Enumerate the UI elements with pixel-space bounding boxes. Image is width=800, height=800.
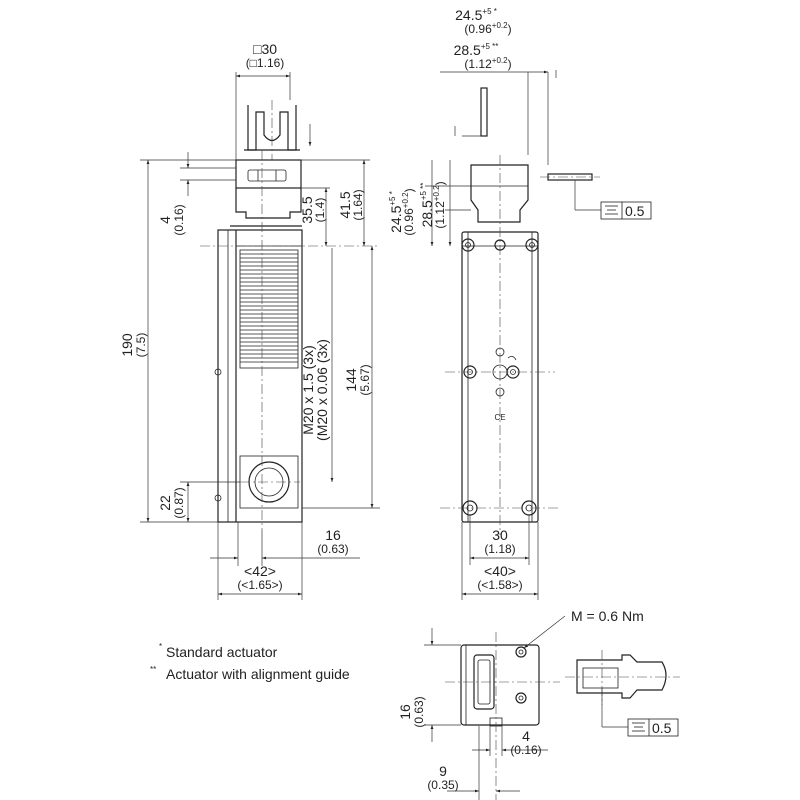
dim-22: 22 (0.87) — [157, 481, 240, 522]
dim-190-inch: (7.5) — [134, 333, 148, 358]
dim-42-label: <42> — [244, 563, 276, 579]
dim-42: <42> (<1.65>) — [217, 522, 303, 600]
dim-4-bottom-inch: (0.16) — [510, 743, 541, 757]
dim-40-inch: (<1.58>) — [477, 578, 522, 592]
thread-label: M20 x 1.5 (3x) — [300, 345, 316, 434]
switch-body — [214, 225, 303, 523]
actuator-detail: 24.5+5 * (0.96+0.2) 28.5+5 ** (1.12+0.2)… — [440, 7, 652, 220]
front-head — [470, 164, 529, 223]
dim-41-5: 41.5 (1.64) — [301, 159, 370, 246]
dim-9-label: 9 — [439, 763, 447, 779]
ribbed-area — [239, 249, 299, 369]
dim-24-5-top: 24.5+5 * (0.96+0.2) — [455, 7, 529, 155]
mount-hole-tr — [525, 238, 539, 252]
switch-head — [235, 159, 302, 219]
dim-40-label: <40> — [484, 563, 516, 579]
dim-24-5-t-label: 24.5+5 * — [455, 7, 497, 23]
dim-190-label: 190 — [119, 333, 135, 357]
dim-4-label: 4 — [157, 216, 173, 224]
dim-16-vertical: 16 (0.63) — [397, 628, 461, 742]
front-view: CE 24.5+5 * (0.96+0.2) 28.5+5 ** (1.12+0… — [388, 155, 560, 600]
dim-4-bottom: 4 (0.16) — [472, 726, 548, 757]
head-top-body — [460, 644, 540, 726]
dim-24-5-vertical: 24.5+5 * (0.96+0.2) — [388, 160, 471, 246]
legend: * Standard actuator ** Actuator with ali… — [150, 642, 350, 682]
dim-square-30-inch: (□1.16) — [246, 56, 285, 70]
dim-28-5-v-inch: (1.12+0.2) — [432, 181, 447, 228]
dim-9-inch: (0.35) — [427, 778, 458, 792]
actuator-tip-outline — [576, 654, 667, 699]
dim-16-label: 16 — [325, 527, 341, 543]
dim-190: 190 (7.5) — [119, 159, 236, 523]
dim-144-label: 144 — [343, 368, 359, 392]
side-view: 190 (7.5) 4 (0.16) 35.5 (1.4) 41.5 (1.64… — [119, 41, 380, 600]
flatness-callout-bottom: 0.5 — [601, 688, 679, 737]
dim-square-30: □30 (□1.16) — [235, 41, 291, 160]
dim-35-5-inch: (1.4) — [313, 198, 327, 223]
flatness-bottom-value: 0.5 — [652, 720, 672, 736]
dim-24-5-v-label: 24.5+5 * — [388, 191, 404, 233]
mount-hole-tl — [461, 238, 475, 252]
dim-41-5-inch: (1.64) — [351, 189, 365, 220]
dim-40: <40> (<1.58>) — [461, 522, 539, 600]
dim-41-5-label: 41.5 — [337, 191, 353, 218]
thread-callout: M20 x 1.5 (3x) (M20 x 0.06 (3x) — [300, 248, 334, 482]
dim-4-inch: (0.16) — [172, 204, 186, 235]
legend-guide: Actuator with alignment guide — [166, 666, 350, 682]
dim-4-bottom-label: 4 — [522, 728, 530, 744]
dim-28-5-v-label: 28.5+5 ** — [419, 183, 435, 228]
actuator-blade-side — [480, 87, 488, 137]
legend-guide-mark: ** — [150, 665, 156, 674]
dim-22-label: 22 — [157, 495, 173, 511]
dim-144: 144 (5.67) — [302, 246, 380, 509]
flatness-top-value: 0.5 — [625, 203, 645, 219]
head-screw-bottom — [515, 692, 527, 704]
actuator-tip-detail: 0.5 — [565, 650, 680, 737]
dim-16: 16 (0.63) — [210, 522, 360, 566]
dim-16v-inch: (0.63) — [412, 696, 426, 727]
legend-standard-mark: * — [159, 642, 162, 651]
dim-24-5-t-inch: (0.96+0.2) — [464, 21, 511, 36]
legend-standard: Standard actuator — [166, 644, 278, 660]
dim-16v-label: 16 — [397, 704, 413, 720]
conduit-entry — [239, 455, 300, 509]
dim-35-5: 35.5 (1.4) — [299, 187, 330, 246]
dim-42-inch: (<1.65>) — [237, 578, 282, 592]
actuator-fork — [244, 100, 300, 160]
dim-16-inch: (0.63) — [317, 542, 348, 556]
dim-35-5-label: 35.5 — [299, 196, 315, 223]
dim-144-inch: (5.67) — [358, 364, 372, 395]
dim-28-5-top: 28.5+5 ** (1.12+0.2) — [440, 42, 549, 165]
dim-30-inch: (1.18) — [484, 542, 515, 556]
dim-28-5-t-label: 28.5+5 ** — [454, 42, 499, 58]
head-screw-top — [515, 646, 527, 658]
dim-4: 4 (0.16) — [157, 152, 236, 236]
thread-inch: (M20 x 0.06 (3x) — [314, 339, 330, 441]
dim-30: 30 (1.18) — [469, 515, 530, 565]
dim-30-label: 30 — [492, 527, 508, 543]
head-top-view: M = 0.6 Nm 16 (0.63) 4 (0.16) 9 (0.35) — [397, 608, 644, 800]
dim-28-5-vertical: 28.5+5 ** (1.12+0.2) — [419, 160, 471, 246]
torque-label: M = 0.6 Nm — [571, 608, 644, 624]
dim-9: 9 (0.35) — [427, 726, 520, 800]
dim-24-5-v-inch: (0.96+0.2) — [401, 188, 416, 235]
dim-28-5-t-inch: (1.12+0.2) — [464, 56, 511, 71]
dim-22-inch: (0.87) — [172, 487, 186, 518]
flatness-callout-top: 0.5 — [574, 180, 652, 220]
ce-mark: CE — [494, 413, 505, 422]
dim-square-30-label: □30 — [253, 41, 277, 57]
